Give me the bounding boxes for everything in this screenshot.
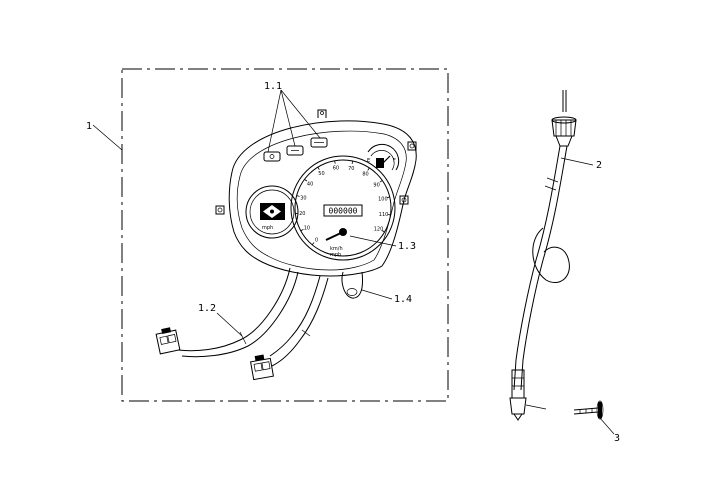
fuel-needle <box>379 155 391 167</box>
speed-tick-label: 70 <box>348 166 354 172</box>
speedometer: 0 10 20 30 40 50 60 70 80 90 100 110 120 000000 km/h… <box>290 155 396 261</box>
fuel-full-label: F <box>393 158 396 164</box>
fitting-pin <box>573 400 604 420</box>
speed-tick-label: 60 <box>333 166 339 172</box>
mount-tab <box>215 205 225 215</box>
speed-tick-mark <box>304 179 308 182</box>
indicator-lamp-left <box>263 151 281 162</box>
callout-assembly: 1 <box>86 121 92 132</box>
fuel-gauge: E F <box>367 143 400 171</box>
speed-tick-group: 0 10 20 30 40 50 60 70 80 90 100 110 120 <box>295 160 391 246</box>
speed-tick-label: 110 <box>379 212 389 218</box>
fuel-empty-label: E <box>367 158 370 164</box>
speed-tick-mark <box>334 160 336 164</box>
speed-tick-label: 40 <box>307 182 313 188</box>
bottom-bracket <box>341 271 363 299</box>
mount-tab <box>407 141 417 151</box>
speed-tick-mark <box>379 180 383 183</box>
callout-harness: 1.2 <box>198 303 216 314</box>
instrument-cluster <box>215 109 417 299</box>
speed-tick-mark <box>386 196 390 199</box>
speed-tick-mark <box>351 160 354 165</box>
speed-tick-label: 10 <box>304 225 310 231</box>
speed-tick-mark <box>311 242 315 246</box>
speed-tick-label: 50 <box>318 171 324 177</box>
speedometer-cable <box>509 90 577 421</box>
warning-gauge-label: mph <box>262 225 273 231</box>
odometer-reading: 000000 <box>329 207 358 216</box>
speed-unit-main: km/h <box>330 246 343 252</box>
indicator-lamp-right <box>310 137 328 148</box>
speed-tick-mark <box>296 195 300 197</box>
speed-tick-mark <box>381 230 385 233</box>
speed-tick-mark <box>317 166 320 170</box>
leader-lines <box>92 89 615 435</box>
callout-indicators: 1.1 <box>264 81 282 92</box>
callout-speedometer: 1.3 <box>398 241 416 252</box>
assembly-frame <box>121 68 449 402</box>
callout-bracket: 1.4 <box>394 294 412 305</box>
mount-tab <box>399 195 409 205</box>
speed-tick-label: 30 <box>300 195 306 201</box>
speed-tick-mark <box>300 229 304 232</box>
speed-tick-label: 20 <box>299 211 305 217</box>
speed-unit-sub: mph <box>330 252 341 258</box>
speed-tick-label: 80 <box>362 172 368 178</box>
speed-tick-label: 90 <box>373 182 379 188</box>
connector-plug <box>250 354 274 381</box>
speed-tick-label: 0 <box>315 237 318 243</box>
indicator-lamps <box>263 137 328 162</box>
speed-tick-label: 120 <box>374 227 384 233</box>
speedometer-needle <box>325 231 344 241</box>
warning-gauge: mph <box>245 185 299 239</box>
speed-tick-mark <box>367 167 370 171</box>
callout-fitting: 3 <box>614 433 620 444</box>
wiring-harness <box>155 267 329 381</box>
connector-plug <box>155 327 181 355</box>
callout-cable: 2 <box>596 160 602 171</box>
speed-tick-label: 100 <box>378 197 388 203</box>
odometer-window <box>323 204 363 217</box>
